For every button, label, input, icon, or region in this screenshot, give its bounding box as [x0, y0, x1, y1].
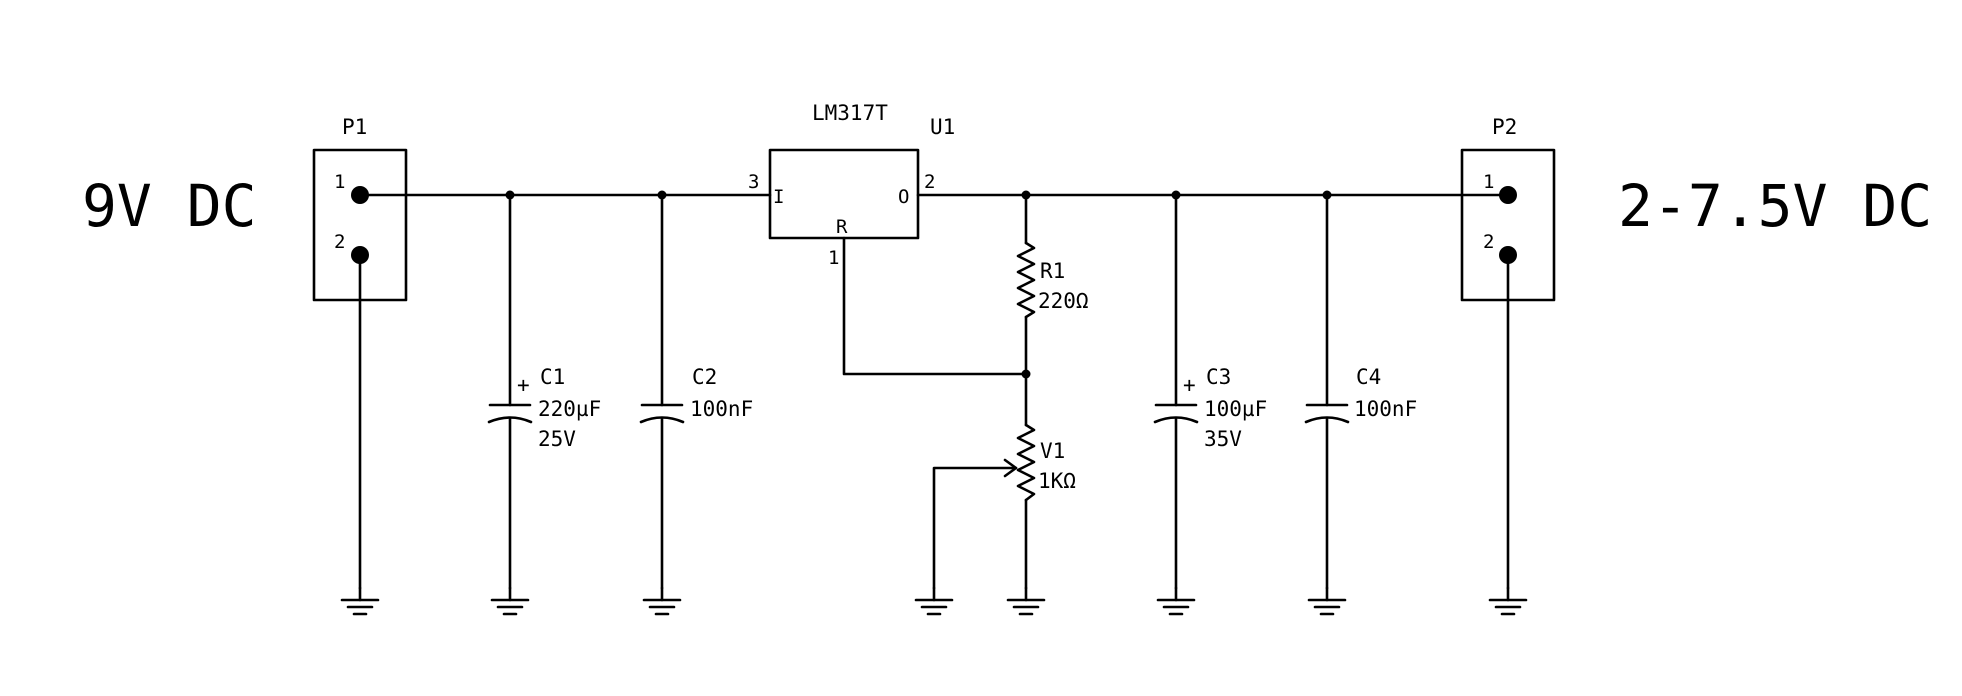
- v1-value: 1KΩ: [1038, 469, 1076, 493]
- p2-ref: P2: [1492, 115, 1517, 139]
- v1-wiper: [932, 466, 1018, 590]
- capacitor-c3: + C3 100µF 35V: [1153, 193, 1267, 590]
- regulator-pin-out-name: O: [898, 186, 909, 208]
- ground-symbol: [1156, 586, 1196, 616]
- wire-adjust: [842, 236, 1028, 376]
- p1-ref: P1: [342, 115, 367, 139]
- ground-symbol: [1006, 586, 1046, 616]
- regulator-pin-in-num: 3: [748, 171, 759, 193]
- ground-symbol: [1307, 586, 1347, 616]
- resistor-r1: R1 220Ω: [1016, 193, 1089, 376]
- ground-symbol: [340, 586, 380, 616]
- ground-symbol: [642, 586, 682, 616]
- c4-ref: C4: [1356, 365, 1381, 389]
- r1-value: 220Ω: [1038, 289, 1089, 313]
- c1-polarity: +: [517, 373, 530, 397]
- p2-pin1-label: 1: [1483, 171, 1494, 193]
- regulator-pin-adj-num: 1: [828, 247, 839, 269]
- regulator-pin-adj-name: R: [836, 216, 848, 238]
- regulator-u1: LM317T U1 3 I 2 O R 1: [748, 101, 955, 269]
- c3-rating: 35V: [1204, 427, 1242, 451]
- c1-value: 220µF: [538, 397, 601, 421]
- connector-p2: P2 1 2: [1460, 115, 1556, 302]
- c3-polarity: +: [1183, 373, 1196, 397]
- p1-pin1-label: 1: [334, 171, 345, 193]
- c4-value: 100nF: [1354, 397, 1417, 421]
- regulator-part-label: LM317T: [812, 101, 888, 125]
- ground-symbol: [490, 586, 530, 616]
- c2-value: 100nF: [690, 397, 753, 421]
- capacitor-c4: C4 100nF: [1304, 193, 1417, 590]
- c2-ref: C2: [692, 365, 717, 389]
- p2-pin2-label: 2: [1483, 231, 1494, 253]
- ground-symbol: [1488, 586, 1528, 616]
- v1-ref: V1: [1040, 439, 1065, 463]
- regulator-ref: U1: [930, 115, 955, 139]
- potentiometer-v1: V1 1KΩ: [932, 372, 1076, 590]
- output-voltage-label: 2-7.5V DC: [1618, 172, 1932, 240]
- v1-wiper-arrow: [1003, 458, 1018, 478]
- capacitor-c1: + C1 220µF 25V: [487, 193, 601, 590]
- regulator-pin-in-name: I: [773, 186, 784, 208]
- c1-rating: 25V: [538, 427, 576, 451]
- c3-value: 100µF: [1204, 397, 1267, 421]
- c3-ref: C3: [1206, 365, 1231, 389]
- capacitor-c2: C2 100nF: [639, 193, 753, 590]
- c1-ref: C1: [540, 365, 565, 389]
- ground-symbol: [914, 586, 954, 616]
- p1-pin2-label: 2: [334, 231, 345, 253]
- regulator-pin-out-num: 2: [924, 171, 935, 193]
- r1-ref: R1: [1040, 259, 1065, 283]
- input-voltage-label: 9V DC: [82, 172, 257, 240]
